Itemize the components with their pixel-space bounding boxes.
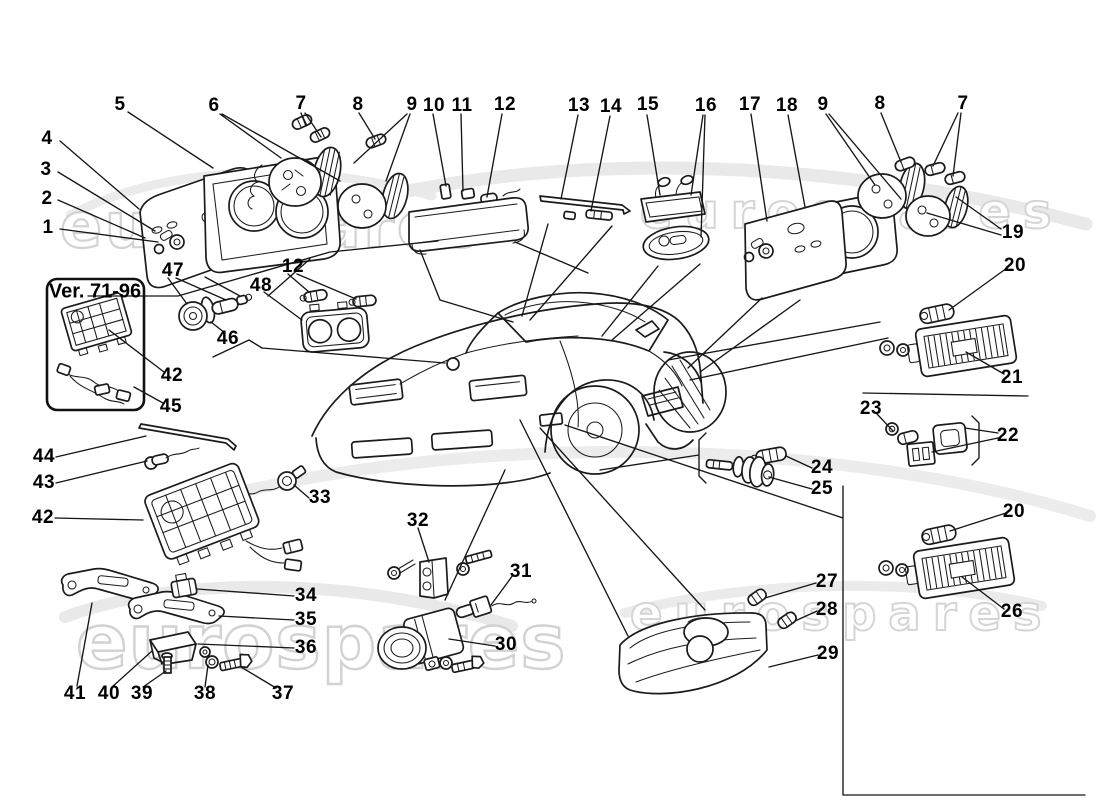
bolt-37: [218, 653, 253, 672]
side-marker-bottom: [878, 524, 1016, 600]
headlamp-42-early: [60, 292, 133, 357]
leveling-motor: [178, 293, 253, 331]
channel-bracket-36: [149, 631, 197, 665]
clip-34: [170, 572, 198, 599]
watermark-swoosh: [620, 580, 1047, 618]
construction-lines: [87, 223, 1086, 796]
headlamp-cover-right: [743, 200, 847, 301]
bracket-straps: [60, 567, 253, 674]
interior-light-unit: [408, 183, 529, 255]
version-box: [45, 277, 146, 412]
switch-22-23: [885, 422, 968, 467]
version-label: Ver. 71-96: [48, 280, 142, 303]
side-marker-top: [879, 303, 1018, 378]
dome-lamp-48: [299, 288, 377, 353]
harness-45: [56, 362, 132, 405]
bulb-socket-24-25: [705, 446, 787, 488]
car-outline: [311, 291, 727, 487]
screw-39: [161, 652, 173, 674]
watermark-swoosh: [234, 445, 1096, 522]
main-headlamp-42: [144, 462, 304, 572]
headlight-pod-right: [468, 374, 528, 402]
strip-light: [539, 195, 631, 221]
leader-lines: [54, 111, 1008, 689]
marker-lens-26: [904, 536, 1016, 600]
front-turn-lamp: [618, 588, 797, 695]
marker-lens-21: [906, 314, 1018, 378]
sensor-43: [144, 447, 200, 470]
headlight-pod-left: [348, 378, 404, 406]
trim-strip-44: [138, 423, 237, 451]
fog-lamp-group: [377, 549, 537, 674]
hood-lamp-hole: [446, 357, 460, 371]
lamp-drums-right: [857, 156, 969, 237]
plate-light: [640, 174, 710, 261]
lamp-drums-left: [247, 114, 409, 229]
